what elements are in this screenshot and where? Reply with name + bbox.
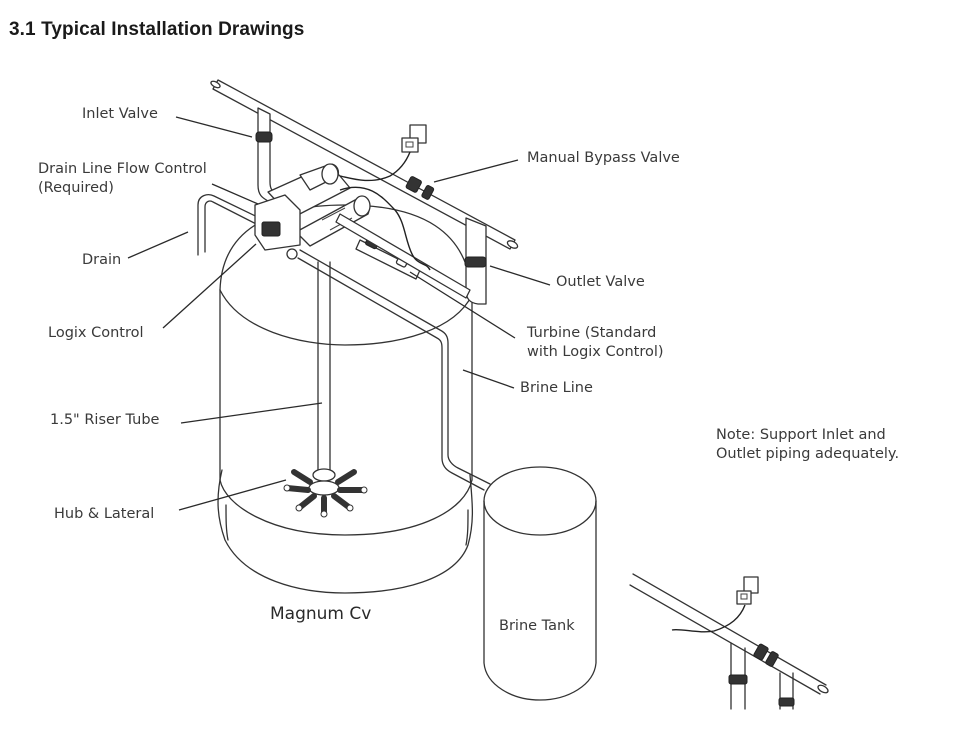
label-turbine: Turbine (Standard with Logix Control) bbox=[527, 325, 664, 360]
label-outlet-valve: Outlet Valve bbox=[556, 274, 645, 290]
riser-tube bbox=[317, 261, 331, 471]
brine-tank bbox=[483, 466, 597, 701]
leader-lines bbox=[127, 116, 551, 511]
drain-pipe bbox=[197, 194, 273, 256]
model-name-label: Magnum Cv bbox=[270, 604, 372, 624]
label-brine-tank: Brine Tank bbox=[499, 618, 575, 634]
installation-note: Note: Support Inlet and Outlet piping ad… bbox=[716, 427, 900, 462]
logix-control-valve bbox=[254, 163, 471, 299]
power-transformer bbox=[339, 124, 431, 271]
brine-line bbox=[297, 249, 491, 491]
label-drain-line-flow-control: Drain Line Flow Control (Required) bbox=[38, 161, 207, 196]
header-piping bbox=[210, 79, 519, 305]
label-manual-bypass-valve: Manual Bypass Valve bbox=[527, 150, 680, 166]
label-hub-lateral: Hub & Lateral bbox=[54, 506, 155, 522]
label-inlet-valve: Inlet Valve bbox=[82, 106, 158, 122]
label-drain: Drain bbox=[82, 252, 122, 268]
mineral-tank bbox=[217, 204, 474, 594]
section-heading: 3.1 Typical Installation Drawings bbox=[9, 19, 305, 40]
hub-and-laterals bbox=[283, 468, 368, 518]
label-riser-tube: 1.5" Riser Tube bbox=[50, 412, 160, 428]
bypass-detail-drawing bbox=[629, 573, 829, 710]
label-logix-control: Logix Control bbox=[48, 325, 144, 341]
label-brine-line: Brine Line bbox=[520, 380, 593, 396]
